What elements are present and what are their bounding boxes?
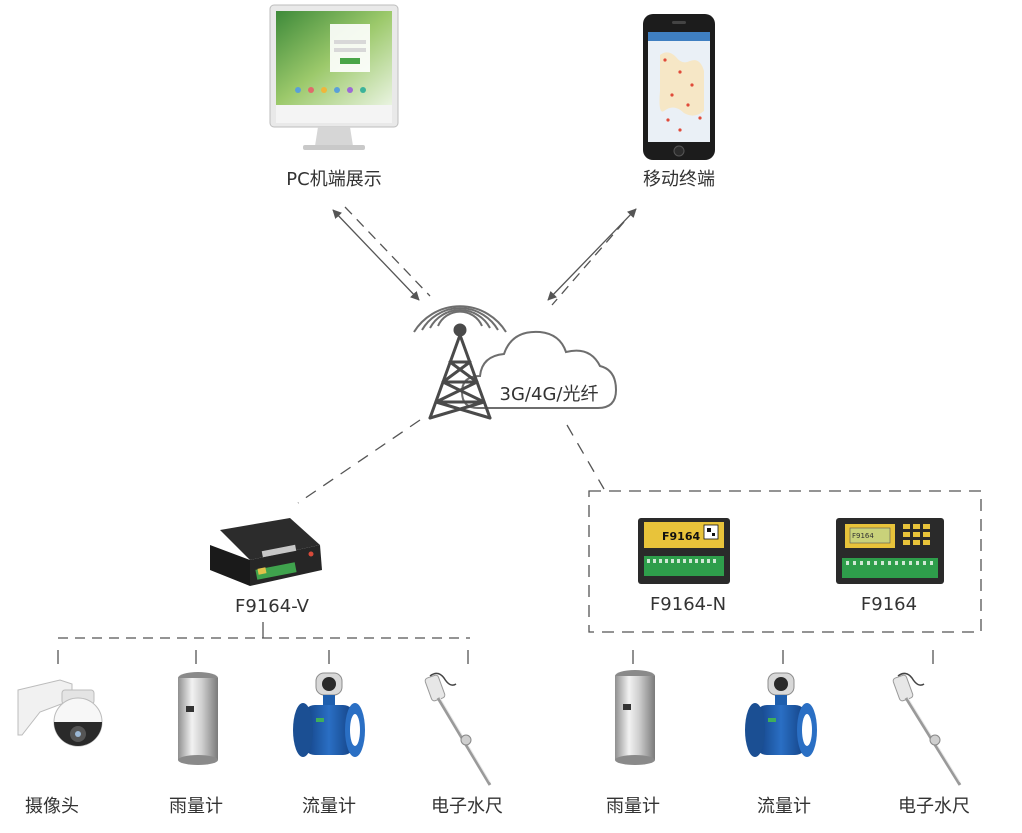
- sensor-label-water-gauge: 电子水尺: [898, 796, 970, 817]
- right-sensor-drops: [632, 650, 934, 664]
- mobile-link-arrows: [547, 208, 637, 306]
- left-sensor-drops: [57, 650, 469, 664]
- network-links: [297, 419, 605, 504]
- device-group-box: [588, 490, 982, 633]
- pc-link-arrows: [332, 206, 431, 301]
- water-gauge-icon: [892, 672, 962, 786]
- f9164-v-device-icon: [210, 518, 322, 586]
- f9164-v-label: F9164-V: [235, 596, 310, 617]
- sensor-label-water-gauge: 电子水尺: [431, 796, 503, 817]
- left-sensor-bus: [58, 622, 470, 639]
- sensor-label-rain-gauge: 雨量计: [169, 796, 223, 817]
- mobile-label: 移动终端: [643, 169, 715, 190]
- f9164-device-icon: F9164: [836, 518, 944, 584]
- network-label: 3G/4G/光纤: [500, 384, 599, 405]
- sensor-label-flowmeter: 流量计: [302, 796, 356, 817]
- cell-tower-icon: [428, 323, 492, 420]
- camera-icon: [17, 679, 103, 747]
- sensor-label-rain-gauge: 雨量计: [606, 796, 660, 817]
- flowmeter-icon: [293, 672, 365, 757]
- sensor-label-flowmeter: 流量计: [757, 796, 811, 817]
- flowmeter-icon: [745, 672, 817, 757]
- mobile-phone-icon: [643, 14, 715, 160]
- f9164-label: F9164: [861, 594, 917, 615]
- water-gauge-icon: [424, 672, 492, 786]
- f9164-n-device-icon: F9164: [638, 518, 730, 584]
- sensor-label-camera: 摄像头: [25, 796, 79, 817]
- cloud-icon: [460, 330, 618, 409]
- f9164-n-screen-text: F9164: [662, 530, 700, 543]
- pc-label: PC机端展示: [286, 169, 381, 190]
- f9164-n-label: F9164-N: [650, 594, 726, 615]
- rain-gauge-icon: [178, 672, 218, 765]
- signal-waves-icon: [413, 305, 507, 333]
- rain-gauge-icon: [615, 670, 655, 765]
- f9164-screen-text: F9164: [852, 532, 874, 540]
- pc-monitor-icon: [269, 4, 399, 150]
